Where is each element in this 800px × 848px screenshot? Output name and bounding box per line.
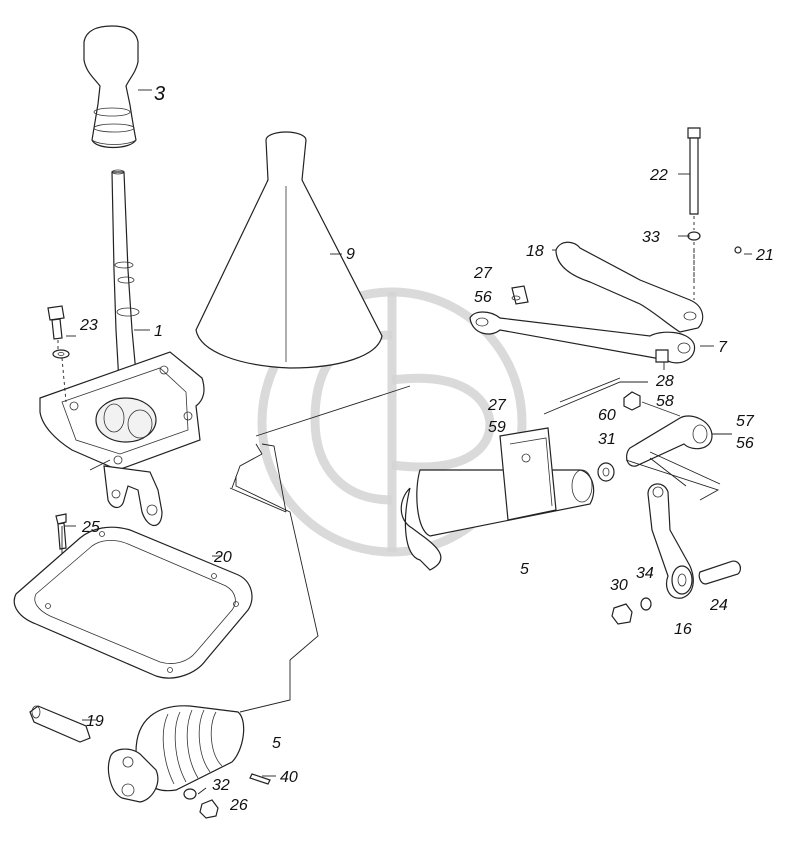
callout-40: 40 xyxy=(280,769,298,786)
selector-shaft-assembly xyxy=(400,391,713,571)
callout-22: 22 xyxy=(649,167,668,184)
assembly-lines xyxy=(61,377,721,713)
bracket-18-part xyxy=(555,241,704,333)
callout-5-right: 5 xyxy=(520,561,529,578)
rubber-boot-part xyxy=(195,131,383,369)
gasket-20-part xyxy=(13,526,253,679)
callout-34: 34 xyxy=(636,565,654,582)
callout-3: 3 xyxy=(154,83,165,105)
callout-28: 28 xyxy=(655,373,674,390)
link-rod-7-part xyxy=(469,250,696,364)
callout-58: 58 xyxy=(656,393,674,410)
callout-26: 26 xyxy=(229,797,248,814)
callout-1: 1 xyxy=(154,323,163,340)
callout-7: 7 xyxy=(718,339,728,356)
callout-24: 24 xyxy=(709,597,728,614)
callout-leaders xyxy=(64,89,752,795)
callout-9: 9 xyxy=(346,246,355,263)
callout-33: 33 xyxy=(642,229,660,246)
lever-housing-plate xyxy=(39,351,205,527)
callout-5-lower: 5 xyxy=(272,735,281,752)
gear-knob-part xyxy=(83,25,139,149)
spring-cylinder-part xyxy=(29,705,271,819)
callout-18: 18 xyxy=(526,243,544,260)
callout-60: 60 xyxy=(598,407,616,424)
callout-59: 59 xyxy=(488,419,506,436)
callout-32: 32 xyxy=(212,777,230,794)
callout-27-mid: 27 xyxy=(487,397,507,414)
callout-31: 31 xyxy=(598,431,616,448)
callout-57: 57 xyxy=(736,413,755,430)
callout-19: 19 xyxy=(86,713,104,730)
pin-25-part xyxy=(55,513,67,550)
bolt-22-part xyxy=(687,127,742,280)
lever-16-part xyxy=(611,483,742,625)
callout-27-top: 27 xyxy=(473,265,493,282)
callout-23: 23 xyxy=(79,317,98,334)
callout-56-right: 56 xyxy=(736,435,754,452)
callout-21: 21 xyxy=(755,247,774,264)
callout-20: 20 xyxy=(213,549,232,566)
callout-25: 25 xyxy=(81,519,100,536)
callout-16: 16 xyxy=(674,621,692,638)
callout-56-top: 56 xyxy=(474,289,492,306)
callout-30: 30 xyxy=(610,577,628,594)
bolt-23-part xyxy=(47,305,70,403)
callout-labels: 3 9 1 23 22 33 21 18 27 56 7 28 27 59 58… xyxy=(79,83,774,814)
